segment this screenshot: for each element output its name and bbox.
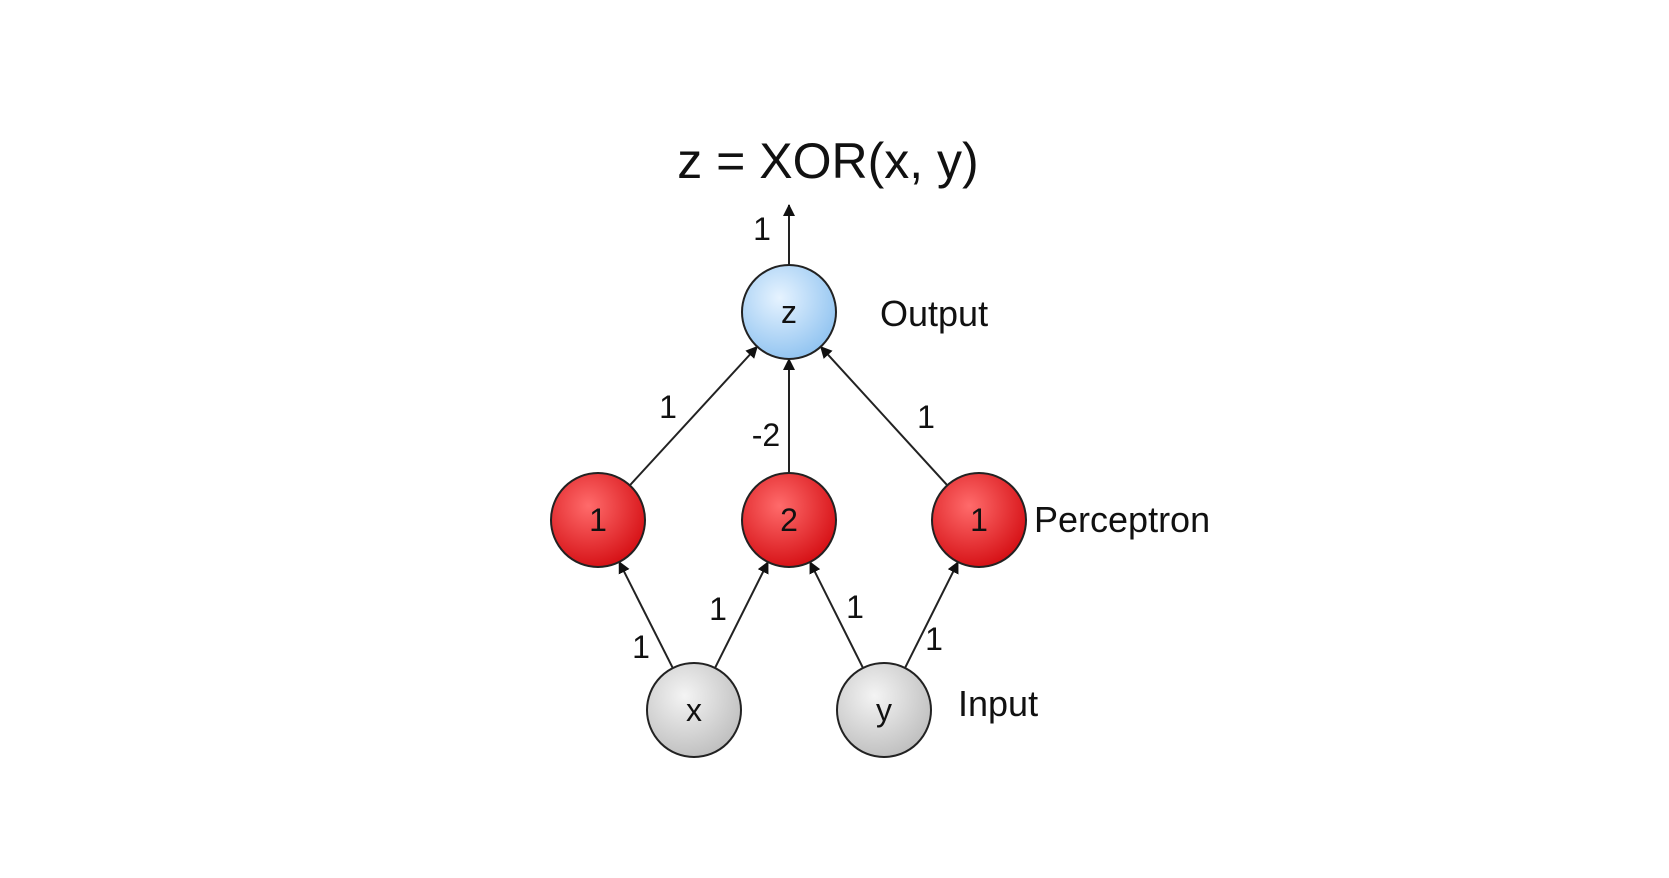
weight-label-x-h1: 1 [632, 629, 650, 665]
node-circle-h1 [550, 472, 646, 568]
weight-label-h3-z: 1 [917, 399, 935, 435]
layer-label-output: Output [880, 293, 988, 334]
node-h3: 1 [931, 472, 1027, 568]
node-label-h3: 1 [970, 502, 988, 538]
diagram-title: z = XOR(x, y) [677, 133, 978, 189]
weight-label-y-h3: 1 [925, 621, 943, 657]
node-label-y: y [876, 692, 892, 728]
weight-label-h2-z: -2 [752, 417, 780, 453]
layer-label-hidden: Perceptron [1034, 499, 1210, 540]
edge-y-h3 [904, 561, 959, 669]
weight-label-z-out: 1 [753, 211, 771, 247]
edge-y-h2 [809, 561, 864, 669]
node-label-h2: 2 [780, 502, 798, 538]
node-x: x [646, 662, 742, 758]
node-h2: 2 [741, 472, 837, 568]
node-label-x: x [686, 692, 702, 728]
node-y: y [836, 662, 932, 758]
weight-label-x-h2: 1 [709, 591, 727, 627]
node-circle-h2 [741, 472, 837, 568]
node-circle-x [646, 662, 742, 758]
node-label-z: z [781, 294, 797, 330]
edge-h3-z [819, 345, 949, 486]
node-label-h1: 1 [589, 502, 607, 538]
edge-x-h1 [618, 561, 674, 669]
node-circle-h3 [931, 472, 1027, 568]
node-h1: 1 [550, 472, 646, 568]
node-circle-y [836, 662, 932, 758]
layer-label-input: Input [958, 683, 1038, 724]
edge-x-h2 [714, 561, 769, 669]
weight-label-y-h2: 1 [846, 589, 864, 625]
node-circle-z [741, 264, 837, 360]
edges: 1 1 -2 1 1 1 1 1 [618, 204, 959, 669]
node-z: z [741, 264, 837, 360]
weight-label-h1-z: 1 [659, 389, 677, 425]
edge-h1-z [629, 345, 758, 487]
